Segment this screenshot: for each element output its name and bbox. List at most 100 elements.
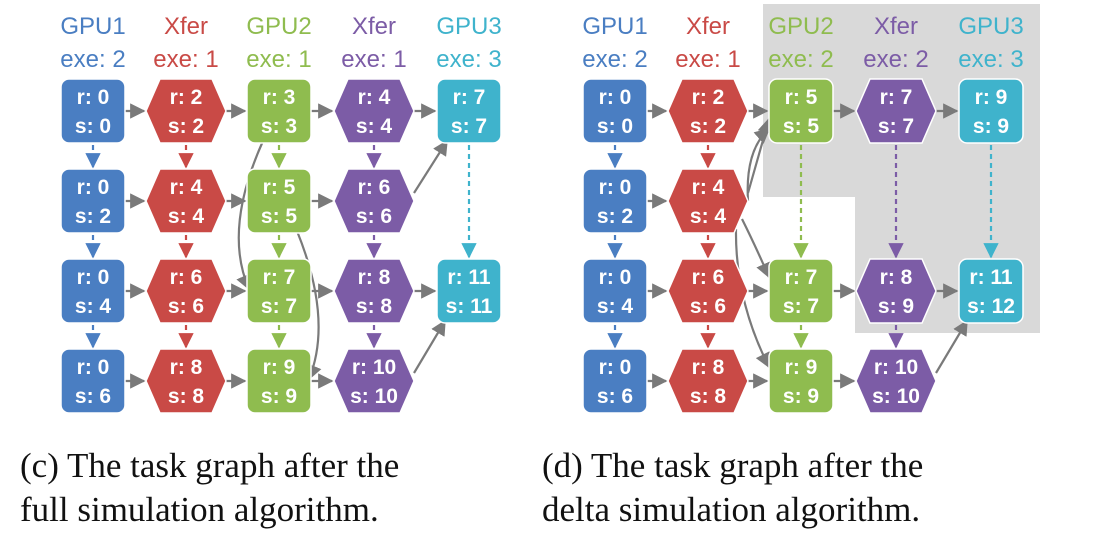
node-ready-time: r: 2 bbox=[692, 86, 725, 109]
task-node: r: 9 s: 9 bbox=[958, 78, 1024, 144]
column-header-name: Xfer bbox=[874, 13, 918, 40]
nodes: r: 0s: 0r: 0s: 2r: 0s: 4r: 0s: 6r: 2s: 2… bbox=[60, 78, 502, 414]
gpu-task-box bbox=[582, 348, 648, 414]
node-ready-time: r: 9 bbox=[975, 86, 1008, 109]
node-start-time: s: 10 bbox=[872, 385, 920, 408]
task-node: r: 0s: 2 bbox=[60, 168, 126, 234]
node-ready-time: r: 5 bbox=[263, 176, 296, 199]
xfer-task-hexagon bbox=[145, 258, 227, 324]
task-node: r: 0 s: 6 bbox=[60, 348, 126, 414]
data-flow-arrow bbox=[741, 218, 771, 279]
node-ready-time: r: 7 bbox=[785, 266, 818, 289]
gpu-task-box bbox=[246, 348, 312, 414]
column-header-name: Xfer bbox=[164, 13, 208, 40]
task-node: r: 8 s: 8 bbox=[333, 258, 415, 324]
gpu-task-box bbox=[768, 78, 834, 144]
node-start-time: s: 6 bbox=[75, 385, 111, 408]
data-flow-arrow bbox=[295, 230, 322, 381]
task-node: r: 0s: 4 bbox=[60, 258, 126, 324]
node-ready-time: r: 8 bbox=[880, 266, 913, 289]
node-ready-time: r: 4 bbox=[170, 176, 203, 199]
task-node: r: 4s: 4 bbox=[145, 168, 227, 234]
node-start-time: s: 4 bbox=[356, 115, 393, 138]
task-node: r: 6 s: 6 bbox=[667, 258, 749, 324]
edges bbox=[85, 103, 477, 389]
node-ready-time: r: 6 bbox=[170, 266, 203, 289]
column-header-name: Xfer bbox=[686, 13, 730, 40]
node-ready-time: r: 7 bbox=[263, 266, 296, 289]
task-node: r: 8s: 9 bbox=[855, 258, 937, 324]
task-node: r: 7 s: 7 bbox=[855, 78, 937, 144]
node-start-time: s: 7 bbox=[878, 115, 914, 138]
xfer-task-hexagon bbox=[855, 258, 937, 324]
node-ready-time: r: 6 bbox=[692, 266, 725, 289]
node-start-time: s: 9 bbox=[783, 385, 819, 408]
node-ready-time: r: 0 bbox=[599, 86, 632, 109]
node-start-time: s: 5 bbox=[261, 205, 298, 228]
node-start-time: s: 3 bbox=[261, 115, 297, 138]
node-ready-time: r: 0 bbox=[77, 86, 110, 109]
column-header-exe: exe: 1 bbox=[675, 46, 740, 73]
node-start-time: s: 2 bbox=[75, 205, 111, 228]
xfer-task-hexagon bbox=[667, 348, 749, 414]
node-start-time: s: 8 bbox=[356, 295, 393, 318]
node-start-time: s: 6 bbox=[168, 295, 204, 318]
node-start-time: s: 9 bbox=[261, 385, 297, 408]
node-start-time: s: 6 bbox=[690, 295, 726, 318]
node-start-time: s: 8 bbox=[690, 385, 727, 408]
node-start-time: s: 4 bbox=[75, 295, 112, 318]
task-node: r: 0 s: 2 bbox=[582, 168, 648, 234]
task-node: r: 8s: 8 bbox=[145, 348, 227, 414]
xfer-task-hexagon bbox=[145, 348, 227, 414]
column-header-exe: exe: 2 bbox=[582, 46, 647, 73]
node-ready-time: r: 8 bbox=[358, 266, 391, 289]
xfer-task-hexagon bbox=[333, 348, 415, 414]
gpu-task-box bbox=[60, 168, 126, 234]
column-header-name: GPU2 bbox=[246, 13, 311, 40]
column-header-exe: exe: 2 bbox=[863, 46, 928, 73]
node-start-time: s: 9 bbox=[973, 115, 1009, 138]
node-ready-time: r: 6 bbox=[358, 176, 391, 199]
caption-c: (c) The task graph after the full simula… bbox=[20, 444, 399, 532]
task-node: r: 11s: 12 bbox=[958, 258, 1024, 324]
column-header-name: GPU3 bbox=[436, 13, 501, 40]
data-flow-arrow bbox=[413, 319, 446, 374]
task-node: r: 9 s: 9 bbox=[768, 348, 834, 414]
task-node: r: 4s: 4 bbox=[333, 78, 415, 144]
caption-d: (d) The task graph after the delta simul… bbox=[542, 444, 923, 532]
gpu-task-box bbox=[582, 78, 648, 144]
column-header-exe: exe: 1 bbox=[246, 46, 311, 73]
column-header-name: GPU1 bbox=[60, 13, 125, 40]
task-node: r: 2 s: 2 bbox=[667, 78, 749, 144]
task-node: r: 10s: 10 bbox=[333, 348, 415, 414]
node-ready-time: r: 11 bbox=[969, 266, 1013, 289]
node-ready-time: r: 9 bbox=[263, 356, 296, 379]
node-ready-time: r: 9 bbox=[785, 356, 818, 379]
task-node: r: 0s: 4 bbox=[582, 258, 648, 324]
column-header-exe: exe: 1 bbox=[341, 46, 406, 73]
gpu-task-box bbox=[60, 258, 126, 324]
node-start-time: s: 2 bbox=[597, 205, 633, 228]
node-ready-time: r: 0 bbox=[599, 176, 632, 199]
xfer-task-hexagon bbox=[145, 168, 227, 234]
gpu-task-box bbox=[768, 348, 834, 414]
data-flow-arrow bbox=[935, 319, 968, 374]
gpu-task-box bbox=[246, 78, 312, 144]
node-start-time: s: 6 bbox=[356, 205, 392, 228]
node-start-time: s: 4 bbox=[690, 205, 727, 228]
node-start-time: s: 7 bbox=[261, 295, 297, 318]
task-node: r: 0s: 0 bbox=[582, 78, 648, 144]
node-ready-time: r: 4 bbox=[692, 176, 725, 199]
gpu-task-box bbox=[582, 168, 648, 234]
task-node: r: 7s: 7 bbox=[768, 258, 834, 324]
task-node: r: 9 s: 9 bbox=[246, 348, 312, 414]
gpu-task-box bbox=[958, 78, 1024, 144]
node-start-time: s: 2 bbox=[690, 115, 726, 138]
task-node: r: 7s: 7 bbox=[436, 78, 502, 144]
node-ready-time: r: 0 bbox=[77, 356, 110, 379]
xfer-task-hexagon bbox=[333, 78, 415, 144]
node-start-time: s: 2 bbox=[168, 115, 204, 138]
node-ready-time: r: 7 bbox=[880, 86, 913, 109]
